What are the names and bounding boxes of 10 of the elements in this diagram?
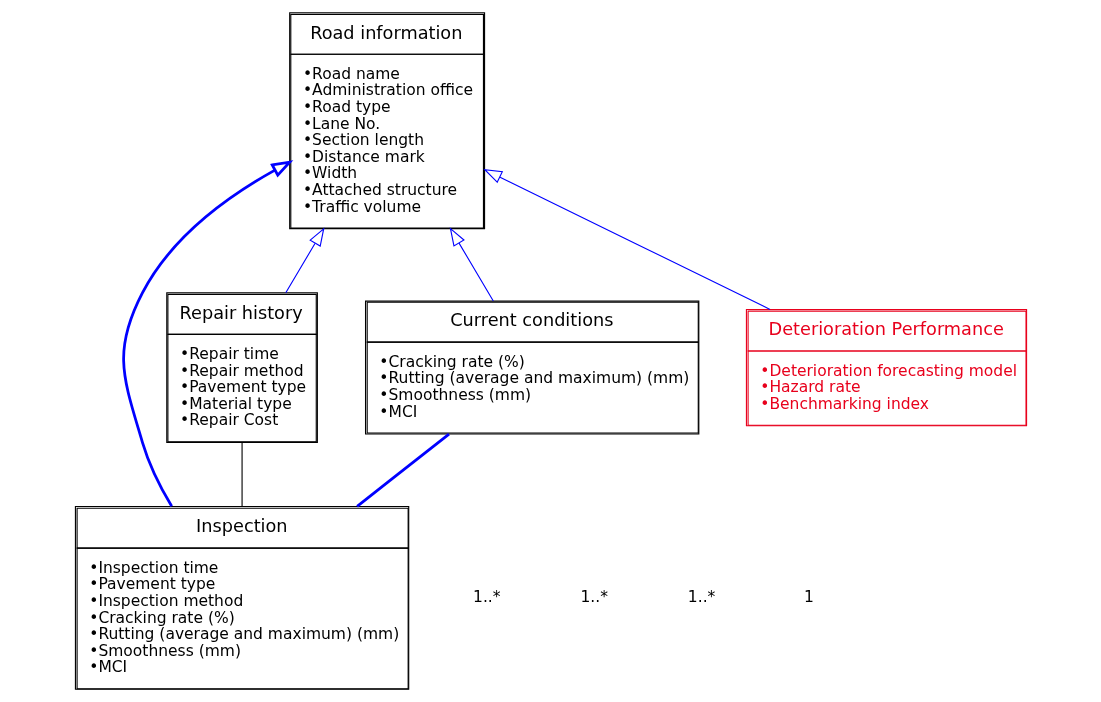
arrow xyxy=(121,160,293,507)
arrow xyxy=(284,227,325,294)
connector xyxy=(241,442,243,507)
label: 1..* xyxy=(472,588,501,607)
label: 1..* xyxy=(687,588,715,607)
arrow xyxy=(449,227,494,302)
arrow xyxy=(482,168,771,310)
label: 1..* xyxy=(579,588,608,607)
label: 1 xyxy=(803,588,814,607)
connector xyxy=(355,433,450,508)
